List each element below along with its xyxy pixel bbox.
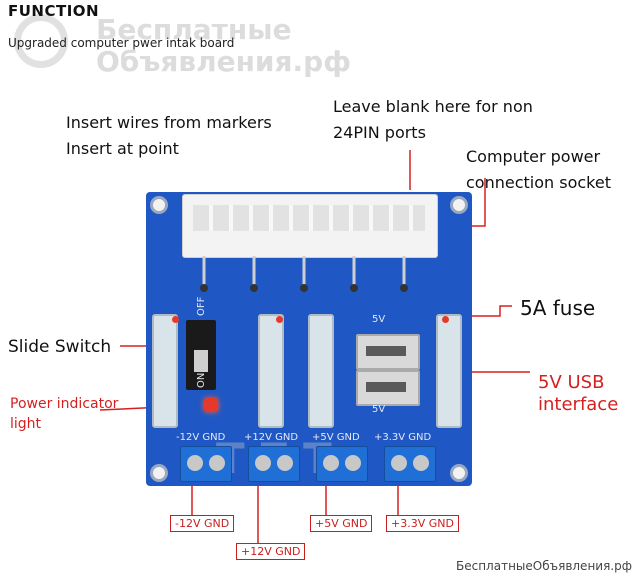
insert-wires-label: Insert wires from markers — [66, 113, 272, 132]
power-board: OFF ON 5V 5V TZT -12V GND +12V GND +5V G… — [146, 192, 472, 486]
screw-icon — [187, 455, 203, 471]
socket-pin-legs — [200, 256, 408, 292]
watermark-text: Бесплатные Объявления.рф — [96, 14, 351, 78]
atx-24pin-socket[interactable] — [182, 194, 438, 258]
callout-leave-blank: Leave blank here for non 24PIN ports — [333, 94, 533, 146]
power-indicator-label-2: light — [10, 416, 42, 432]
usb-port-top[interactable] — [356, 334, 420, 370]
fuse-right — [436, 314, 462, 428]
usb-label-2: interface — [538, 394, 619, 415]
screw-icon — [345, 455, 361, 471]
leave-blank-label-2: 24PIN ports — [333, 123, 426, 142]
socket-pins — [193, 205, 425, 231]
mounting-hole-icon — [150, 196, 168, 214]
fuse-marker-icon — [172, 316, 179, 323]
callout-power-socket: Computer power connection socket — [466, 144, 611, 196]
screw-icon — [255, 455, 271, 471]
page-subtitle: Upgraded computer pwer intak board — [8, 36, 235, 50]
fuse-12v — [258, 314, 284, 428]
slide-switch-knob[interactable] — [194, 350, 208, 372]
screw-icon — [413, 455, 429, 471]
power-indicator-label-1: Power indicator — [10, 396, 119, 412]
usb-slot-icon — [366, 346, 406, 356]
screw-icon — [209, 455, 225, 471]
leave-blank-label-1: Leave blank here for non — [333, 97, 533, 116]
slide-switch[interactable] — [186, 320, 216, 390]
fuse-5v — [308, 314, 334, 428]
footer-watermark: БесплатныеОбъявления.рф — [456, 559, 632, 573]
callout-slide-switch: Slide Switch — [8, 337, 112, 357]
silk-label-5v: +5V GND — [312, 432, 360, 443]
terminal-block-5v[interactable] — [316, 446, 368, 482]
watermark-line-1: Бесплатные — [96, 13, 292, 46]
silk-label-12v: +12V GND — [244, 432, 299, 443]
watermark-logo-icon — [14, 14, 68, 68]
watermark-line-2: Объявления.рф — [96, 45, 351, 78]
usb-slot-icon — [366, 382, 406, 392]
silk-label-3v3: +3.3V GND — [374, 432, 432, 443]
switch-on-label: ON — [196, 372, 207, 388]
insert-point-label: Insert at point — [66, 139, 179, 158]
usb-top-label: 5V — [372, 314, 386, 325]
terminal-tag-12v: +12V GND — [236, 543, 306, 560]
terminal-tag-neg12v: -12V GND — [170, 515, 235, 532]
terminal-block-neg12v[interactable] — [180, 446, 232, 482]
callout-usb: 5V USB interface — [538, 372, 618, 416]
silk-label-neg12v: -12V GND — [176, 432, 226, 443]
fuse-marker-icon — [276, 316, 283, 323]
screw-icon — [391, 455, 407, 471]
power-led — [204, 398, 218, 412]
mounting-hole-icon — [450, 196, 468, 214]
callout-power-indicator: Power indicator light — [10, 394, 118, 434]
socket-label-1: Computer power — [466, 147, 601, 166]
terminal-block-12v[interactable] — [248, 446, 300, 482]
page-title: FUNCTION — [8, 2, 100, 20]
screw-icon — [323, 455, 339, 471]
screw-icon — [277, 455, 293, 471]
mounting-hole-icon — [450, 464, 468, 482]
mounting-hole-icon — [150, 464, 168, 482]
terminal-block-3v3[interactable] — [384, 446, 436, 482]
callout-fuse: 5A fuse — [520, 296, 596, 320]
usb-bottom-label: 5V — [372, 404, 386, 415]
terminal-tag-5v: +5V GND — [310, 515, 373, 532]
callout-insert-wires: Insert wires from markers Insert at poin… — [66, 110, 272, 162]
usb-label-1: 5V USB — [538, 372, 605, 393]
fuse-left — [152, 314, 178, 428]
fuse-marker-icon — [442, 316, 449, 323]
switch-off-label: OFF — [196, 296, 207, 316]
socket-label-2: connection socket — [466, 173, 611, 192]
terminal-tag-3v3: +3.3V GND — [386, 515, 459, 532]
usb-port-bottom[interactable] — [356, 370, 420, 406]
